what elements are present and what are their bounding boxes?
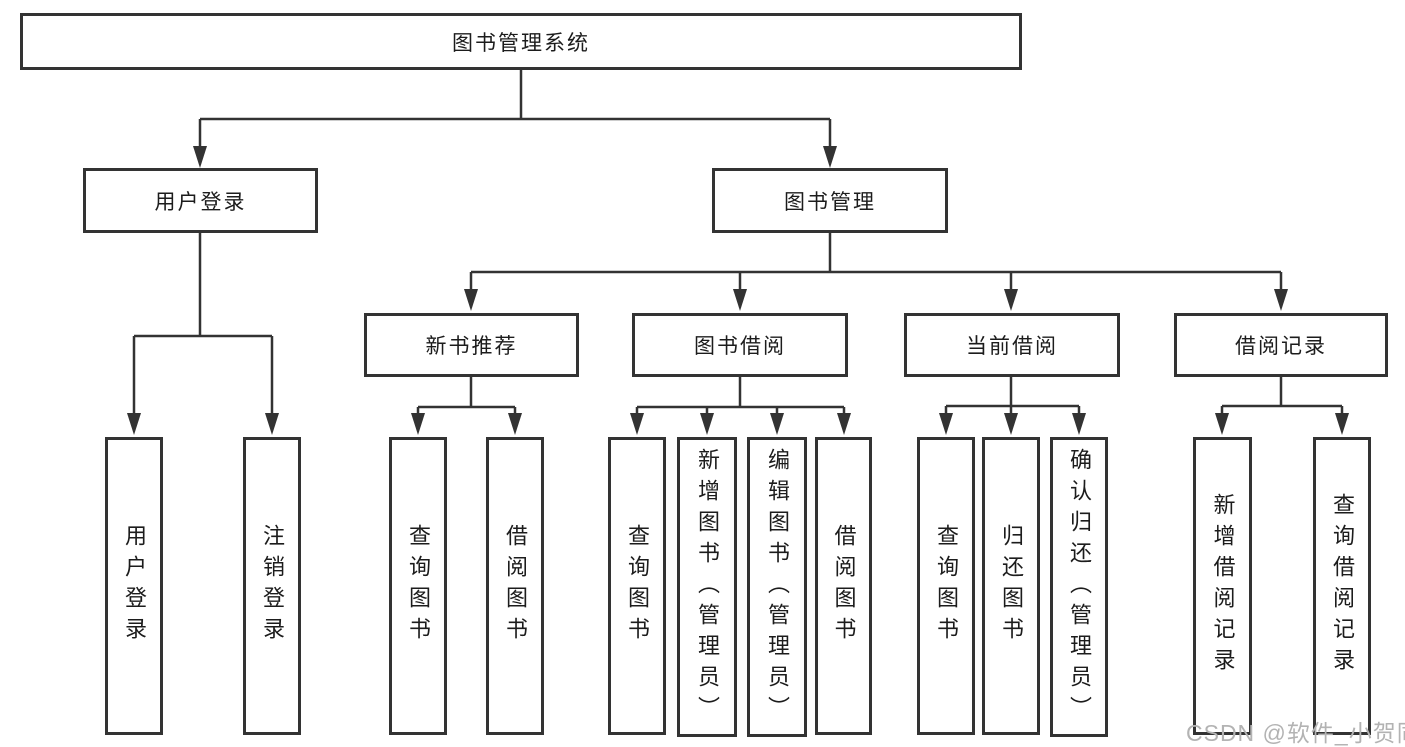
arrowhead-icon xyxy=(1215,413,1229,435)
arrowhead-icon xyxy=(837,413,851,435)
leaf-logout-label: 注销登录 xyxy=(260,524,285,648)
leaf-recommend-query-books-label: 查询图书 xyxy=(406,524,431,648)
edge-userlogin-leaves xyxy=(132,233,274,417)
node-book-management-label: 图书管理 xyxy=(784,190,876,214)
edge-borrow-leaves xyxy=(635,377,846,417)
leaf-logout: 注销登录 xyxy=(243,437,301,735)
edge-bookmgmt-level3 xyxy=(469,233,1283,293)
node-book-management: 图书管理 xyxy=(712,168,948,233)
leaf-current-query-books-label: 查询图书 xyxy=(934,524,959,648)
arrowhead-icon xyxy=(464,289,478,311)
node-root-label: 图书管理系统 xyxy=(452,31,590,55)
node-user-login: 用户登录 xyxy=(83,168,318,233)
node-root: 图书管理系统 xyxy=(20,13,1022,70)
arrowhead-icon xyxy=(508,413,522,435)
leaf-borrow-query-books: 查询图书 xyxy=(608,437,666,735)
arrowhead-icon xyxy=(700,413,714,435)
csdn-watermark: CSDN @软件_小贺同学 xyxy=(1186,720,1405,746)
leaf-user-login: 用户登录 xyxy=(105,437,163,735)
leaf-records-add-label: 新增借阅记录 xyxy=(1210,493,1236,679)
leaf-recommend-borrow-books: 借阅图书 xyxy=(486,437,544,735)
leaf-borrow-query-books-label: 查询图书 xyxy=(625,524,650,648)
arrowhead-icon xyxy=(1274,289,1288,311)
leaf-recommend-borrow-books-label: 借阅图书 xyxy=(503,524,528,648)
edge-current-leaves xyxy=(944,377,1081,417)
node-borrow-records-label: 借阅记录 xyxy=(1235,335,1327,358)
leaf-records-query: 查询借阅记录 xyxy=(1313,437,1371,735)
node-current-borrow: 当前借阅 xyxy=(904,313,1120,377)
edge-recommend-leaves xyxy=(416,377,517,417)
arrowhead-icon xyxy=(127,413,141,435)
leaf-current-confirm-return-admin: 确认归还（管理员） xyxy=(1050,437,1108,737)
node-new-book-recommend: 新书推荐 xyxy=(364,313,579,377)
leaf-borrow-borrow-books: 借阅图书 xyxy=(815,437,872,735)
leaf-recommend-query-books: 查询图书 xyxy=(389,437,447,735)
leaf-current-query-books: 查询图书 xyxy=(917,437,975,735)
node-current-borrow-label: 当前借阅 xyxy=(966,335,1058,358)
leaf-records-query-label: 查询借阅记录 xyxy=(1330,493,1355,679)
arrowhead-icon xyxy=(630,413,644,435)
leaf-borrow-edit-books-admin-label: 编辑图书（管理员） xyxy=(765,447,790,727)
arrowhead-icon xyxy=(1004,289,1018,311)
arrowheads xyxy=(127,146,1349,435)
leaf-current-confirm-return-admin-label: 确认归还（管理员） xyxy=(1067,447,1092,727)
arrowhead-icon xyxy=(770,413,784,435)
arrowhead-icon xyxy=(265,413,279,435)
node-book-borrow: 图书借阅 xyxy=(632,313,848,377)
leaf-borrow-add-books-admin-label: 新增图书（管理员） xyxy=(695,447,720,727)
arrowhead-icon xyxy=(411,413,425,435)
node-new-book-recommend-label: 新书推荐 xyxy=(425,335,518,358)
leaf-borrow-edit-books-admin: 编辑图书（管理员） xyxy=(747,437,807,737)
leaf-user-login-label: 用户登录 xyxy=(122,524,147,648)
leaf-borrow-borrow-books-label: 借阅图书 xyxy=(831,524,857,648)
arrowhead-icon xyxy=(1004,413,1018,435)
arrowhead-icon xyxy=(939,413,953,435)
arrowhead-icon xyxy=(823,146,837,168)
arrowhead-icon xyxy=(193,146,207,168)
arrowhead-icon xyxy=(1335,413,1349,435)
leaf-borrow-add-books-admin: 新增图书（管理员） xyxy=(677,437,737,737)
leaf-records-add: 新增借阅记录 xyxy=(1193,437,1252,735)
edge-root-level2 xyxy=(198,69,832,150)
arrowhead-icon xyxy=(733,289,747,311)
node-borrow-records: 借阅记录 xyxy=(1174,313,1388,377)
arrowhead-icon xyxy=(1072,413,1086,435)
node-user-login-label: 用户登录 xyxy=(154,190,247,214)
edge-records-leaves xyxy=(1220,377,1344,417)
leaf-current-return-books: 归还图书 xyxy=(982,437,1040,735)
leaf-current-return-books-label: 归还图书 xyxy=(999,524,1024,648)
node-book-borrow-label: 图书借阅 xyxy=(694,335,786,358)
